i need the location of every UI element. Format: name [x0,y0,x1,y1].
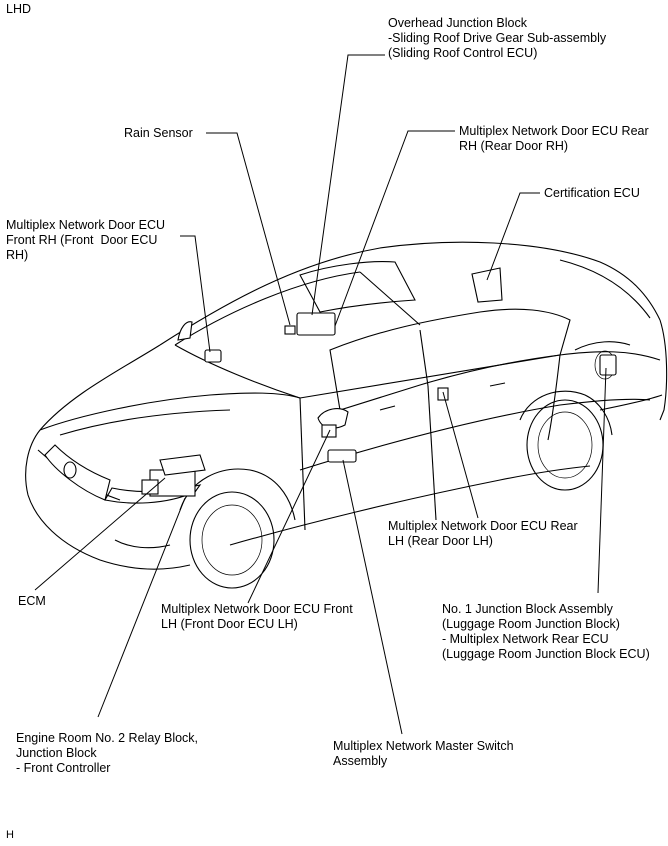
leader-rain [206,132,291,326]
door-ecu-rear-lh-label: Multiplex Network Door ECU Rear LH (Rear… [388,519,578,548]
leader-door-rear-rh [334,130,455,327]
junction-block-label: No. 1 Junction Block Assembly (Luggage R… [442,602,650,661]
certification-ecu-label: Certification ECU [544,186,640,200]
leader-ecm [34,477,166,591]
drawing-code-label: H [6,829,14,841]
leader-junction-block [597,367,607,594]
door-ecu-front-rh-label: Multiplex Network Door ECU Front RH (Fro… [6,218,166,262]
leader-door-rear-lh [442,391,479,519]
leader-lines [34,54,607,735]
leader-engine-room [97,497,186,718]
leader-door-front-rh [180,235,211,353]
door-ecu-rear-rh-label: Multiplex Network Door ECU Rear RH (Rear… [459,124,649,153]
master-switch-label: Multiplex Network Master Switch Assembly [333,739,514,768]
leader-master-switch [342,459,403,735]
rain-sensor-label: Rain Sensor [124,126,193,140]
lhd-label: LHD [6,2,32,16]
car-outline [25,241,668,589]
leader-certification [486,192,540,281]
leader-overhead [311,54,385,316]
leader-door-front-lh [247,429,331,604]
ecm-label: ECM [18,594,46,608]
door-ecu-front-lh-label: Multiplex Network Door ECU Front LH (Fro… [161,602,353,631]
overhead-junction-block-label: Overhead Junction Block -Sliding Roof Dr… [388,16,607,60]
engine-room-relay-block-label: Engine Room No. 2 Relay Block, Junction … [16,731,199,775]
